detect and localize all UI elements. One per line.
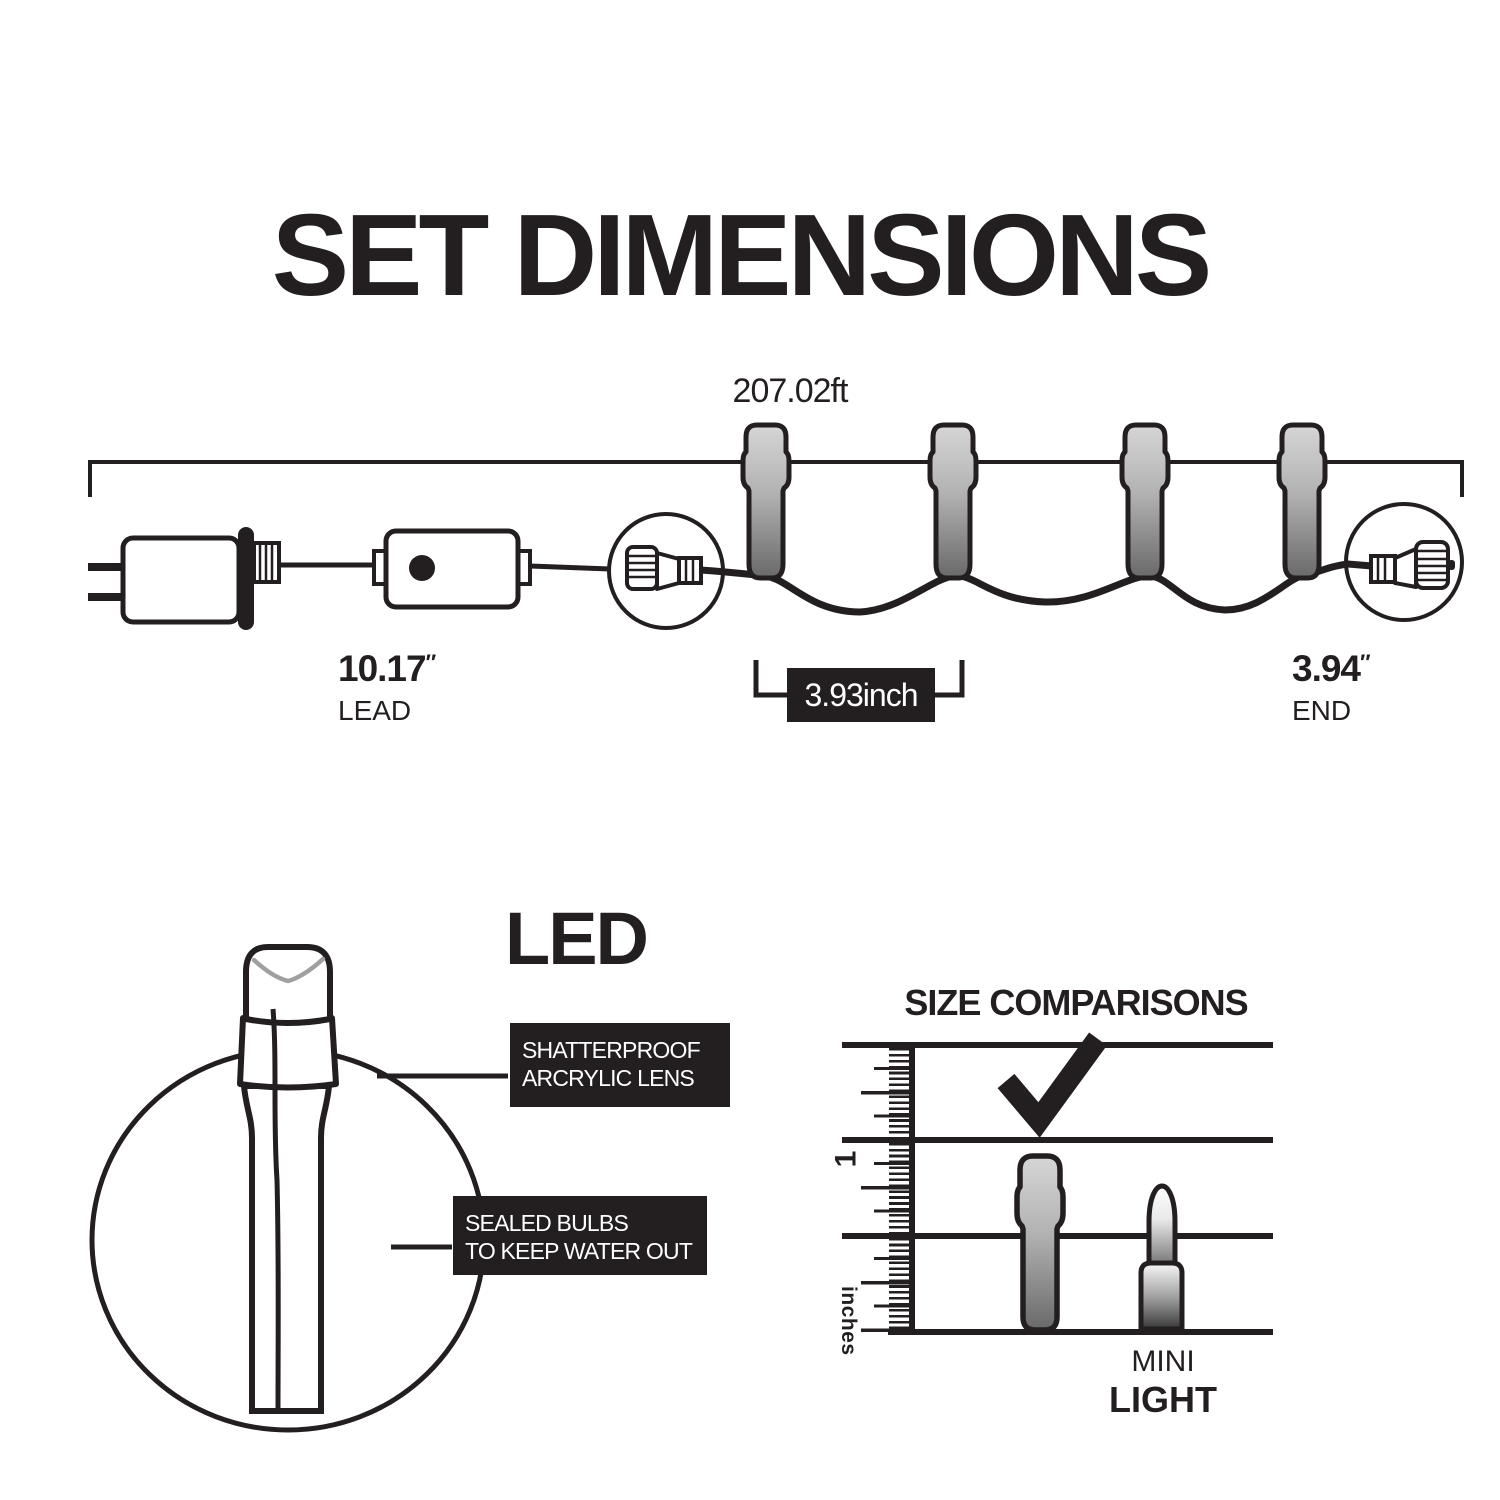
page-title: SET DIMENSIONS <box>271 190 1213 320</box>
power-plug-drawing <box>88 527 378 630</box>
end-dimension-block: 3.94″ END <box>1292 648 1371 728</box>
comparison-mini-light <box>1138 1183 1185 1332</box>
led-bulb-2 <box>930 425 976 578</box>
lead-dimension-block: 10.17″ LEAD <box>338 648 437 728</box>
comparison-led-bulb <box>1014 1153 1066 1333</box>
connector-plug-right <box>1369 540 1455 590</box>
inch-prime-mark: ″ <box>1360 649 1371 675</box>
check-mark-icon <box>997 1032 1107 1138</box>
ruler-unit-label: inches <box>837 1286 860 1356</box>
lens-callout-line1: SHATTERPROOF <box>522 1037 701 1063</box>
seal-callout-line2: TO KEEP WATER OUT <box>465 1238 693 1264</box>
end-length-value: 3.94″ <box>1292 648 1371 689</box>
total-length-label: 207.02ft <box>732 372 849 410</box>
connector-plug-left <box>625 545 703 591</box>
ruler-half-ticks <box>861 1091 912 1332</box>
seal-callout-box: SEALED BULBS TO KEEP WATER OUT <box>453 1196 707 1275</box>
controller-box-drawing <box>372 528 611 610</box>
mini-light-label-line2: LIGHT <box>1109 1379 1217 1420</box>
mini-light-label-line1: MINI <box>1131 1345 1195 1378</box>
string-bulbs <box>743 425 1325 578</box>
lens-callout-line2: ARCRYLIC LENS <box>522 1065 695 1091</box>
seal-callout-line1: SEALED BULBS <box>465 1210 629 1236</box>
ruler-inch-mark: 1 <box>829 1150 863 1168</box>
led-bulb-3 <box>1122 425 1168 578</box>
led-bulb-cross-section <box>237 944 339 1414</box>
led-callout-leader-lines <box>377 1073 508 1250</box>
led-bulb-4 <box>1279 425 1325 578</box>
end-label: END <box>1292 695 1352 726</box>
size-comparison-title: SIZE COMPARISONS <box>904 982 1248 1023</box>
string-wire <box>696 560 1376 616</box>
size-comparison-grid <box>842 1042 1273 1335</box>
mini-light-label: MINI LIGHT <box>1090 1344 1236 1420</box>
lead-label: LEAD <box>338 695 412 726</box>
lead-length-value: 10.17″ <box>338 648 437 689</box>
bulb-spacing-badge: 3.93inch <box>787 668 935 722</box>
lens-callout-box: SHATTERPROOF ARCRYLIC LENS <box>510 1023 730 1107</box>
inch-prime-mark: ″ <box>425 649 437 675</box>
led-bulb-1 <box>743 425 789 578</box>
led-section-title: LED <box>505 897 649 980</box>
